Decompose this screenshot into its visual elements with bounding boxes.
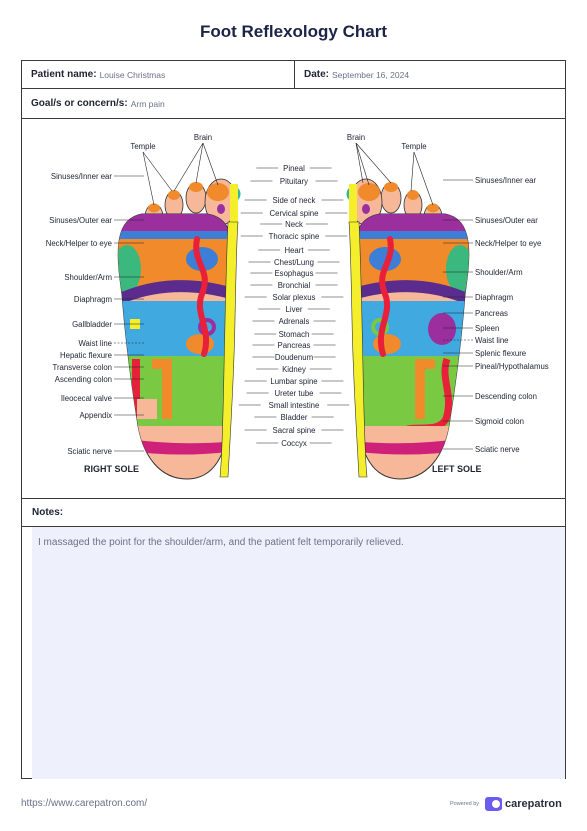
right-label-waist-line: Waist line: [78, 339, 112, 348]
label-ureter-tube: Ureter tube: [274, 389, 313, 398]
label-bladder: Bladder: [281, 413, 308, 422]
label-stomach: Stomach: [279, 330, 310, 339]
right-label-sinuses-outer-ear: Sinuses/Outer ear: [49, 216, 112, 225]
leader-line: [142, 151, 173, 192]
right-label-neck-helper-to-eye: Neck/Helper to eye: [46, 239, 112, 248]
label-solar-plexus: Solar plexus: [273, 293, 316, 302]
label-sacral-spine: Sacral spine: [273, 426, 316, 435]
left-label-sciatic-nerve: Sciatic nerve: [475, 445, 520, 454]
goal-cell: Goal/s or concern/s: Arm pain: [22, 89, 565, 118]
label-coccyx: Coccyx: [281, 439, 307, 448]
label-chest-lung: Chest/Lung: [274, 258, 314, 267]
left-label-pineal-hypothalamus: Pineal/Hypothalamus: [475, 362, 549, 371]
left-label-sinuses-inner-ear: Sinuses/Inner ear: [475, 176, 537, 185]
left-label-waist-line: Waist line: [475, 336, 509, 345]
goal-value[interactable]: Arm pain: [130, 98, 165, 109]
leader-line: [142, 151, 155, 206]
left-label-splenic-flexure: Splenic flexure: [475, 349, 526, 358]
leader-line: [355, 142, 392, 184]
left-toes: [346, 178, 462, 246]
right-label-sciatic-nerve: Sciatic nerve: [67, 447, 112, 456]
label-side-of-neck: Side of neck: [273, 196, 316, 205]
left-foot: [346, 178, 470, 480]
right-label-ileocecal-valve: Ileocecal valve: [61, 394, 112, 403]
left-label-diaphragm: Diaphragm: [475, 293, 513, 302]
label-neck: Neck: [285, 220, 303, 229]
date-value[interactable]: September 16, 2024: [332, 69, 410, 80]
brand-name: carepatron: [505, 798, 562, 810]
right-label-sinuses-inner-ear: Sinuses/Inner ear: [51, 172, 113, 181]
right-sole-label: RIGHT SOLE: [84, 464, 139, 474]
patient-row: Patient name: Louise Christmas Date: Sep…: [22, 61, 565, 89]
patient-name-cell: Patient name: Louise Christmas: [22, 61, 294, 88]
leader-line: [195, 142, 204, 184]
label-adrenals: Adrenals: [279, 317, 310, 326]
leader-line: [173, 142, 204, 192]
leader-line: [355, 142, 364, 184]
notes-label: Notes:: [22, 499, 565, 527]
date-cell: Date: September 16, 2024: [295, 61, 565, 88]
label-pineal: Pineal: [283, 164, 305, 173]
goal-row: Goal/s or concern/s: Arm pain: [22, 89, 565, 119]
label-heart: Heart: [284, 246, 304, 255]
left-label-shoulder-arm: Shoulder/Arm: [475, 268, 523, 277]
patient-name-label: Patient name:: [31, 69, 97, 80]
left-label-temple: Temple: [401, 142, 426, 151]
leader-line: [355, 142, 370, 186]
right-label-appendix: Appendix: [79, 411, 112, 420]
label-lumbar-spine: Lumbar spine: [270, 377, 317, 386]
left-label-spleen: Spleen: [475, 324, 499, 333]
left-label-sigmoid-colon: Sigmoid colon: [475, 417, 524, 426]
right-label-hepatic-flexure: Hepatic flexure: [60, 351, 112, 360]
leader-line: [413, 151, 434, 206]
label-pituitary: Pituitary: [280, 177, 308, 186]
left-label-pancreas: Pancreas: [475, 309, 508, 318]
leader-line: [202, 142, 219, 186]
notes-text[interactable]: I massaged the point for the shoulder/ar…: [32, 527, 565, 779]
left-label-sinuses-outer-ear: Sinuses/Outer ear: [475, 216, 538, 225]
date-label: Date:: [304, 69, 330, 80]
label-bronchial: Bronchial: [278, 281, 311, 290]
right-foot: [117, 178, 241, 480]
footer-url[interactable]: https://www.carepatron.com/: [21, 798, 148, 809]
label-pancreas: Pancreas: [278, 341, 311, 350]
label-thoracic-spine: Thoracic spine: [269, 232, 320, 241]
cell-divider: [294, 61, 295, 89]
right-label-shoulder-arm: Shoulder/Arm: [64, 273, 112, 282]
right-label-brain: Brain: [194, 133, 212, 142]
form-frame: Patient name: Louise Christmas Date: Sep…: [21, 60, 566, 779]
right-label-transverse-colon: Transverse colon: [52, 363, 112, 372]
right-label-temple: Temple: [130, 142, 155, 151]
right-label-ascending-colon: Ascending colon: [55, 375, 112, 384]
label-doudenum: Doudenum: [275, 353, 313, 362]
left-label-neck-helper-to-eye: Neck/Helper to eye: [475, 239, 541, 248]
label-liver: Liver: [286, 305, 303, 314]
brand-logo[interactable]: carepatron: [484, 796, 562, 812]
goal-label: Goal/s or concern/s:: [31, 98, 128, 109]
label-kidney: Kidney: [282, 365, 306, 374]
powered-by-text: Powered by: [450, 801, 480, 807]
leader-line: [410, 151, 415, 192]
label-cervical-spine: Cervical spine: [270, 209, 319, 218]
label-esophagus: Esophagus: [274, 269, 313, 278]
right-label-gallbladder: Gallbladder: [72, 320, 112, 329]
left-label-brain: Brain: [347, 133, 365, 142]
carepatron-logo-icon: [485, 797, 502, 811]
left-label-descending-colon: Descending colon: [475, 392, 537, 401]
right-label-diaphragm: Diaphragm: [74, 295, 112, 304]
leader-lines: [114, 142, 473, 452]
patient-name-value[interactable]: Louise Christmas: [99, 69, 166, 80]
label-small-intestine: Small intestine: [269, 401, 320, 410]
page-title: Foot Reflexology Chart: [199, 22, 387, 41]
left-sole-label: LEFT SOLE: [432, 464, 482, 474]
